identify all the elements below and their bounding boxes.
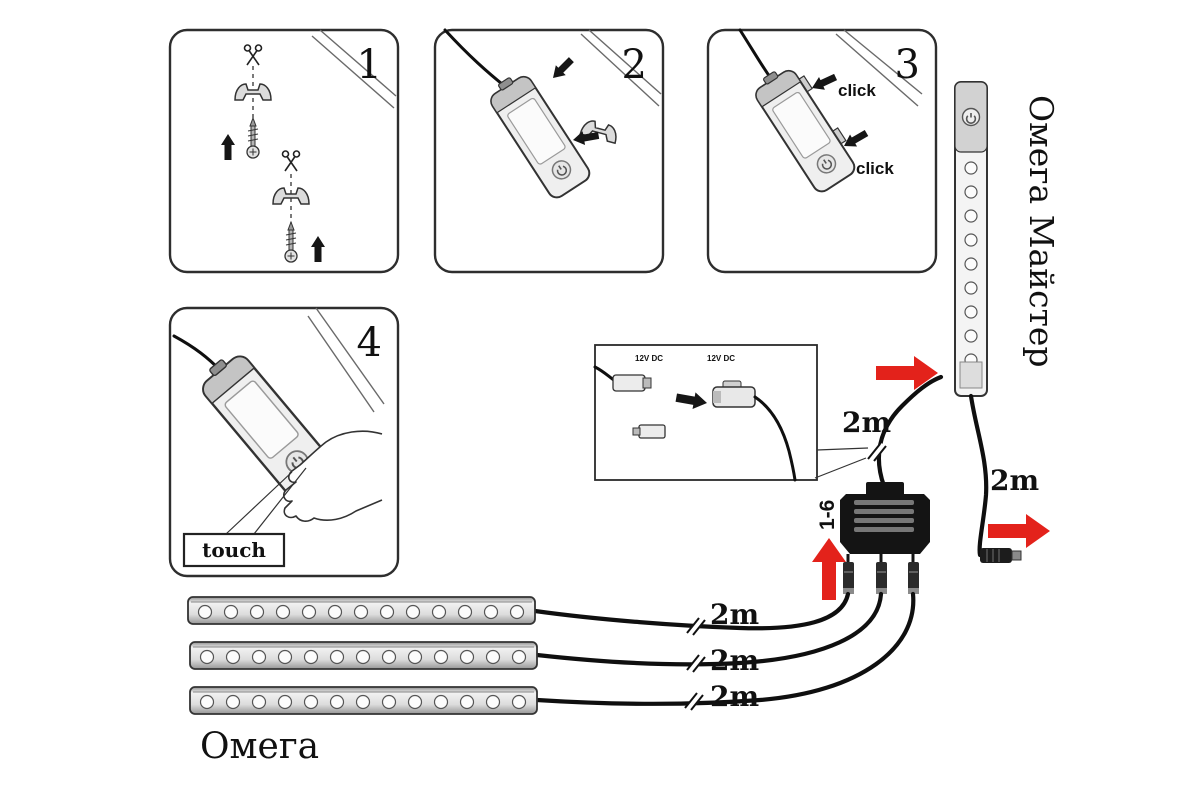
- click-label-top: click: [838, 81, 876, 100]
- strip1-length: 2m: [710, 598, 759, 631]
- master-strip-leds: [964, 161, 978, 367]
- touch-label: touch: [202, 538, 266, 562]
- master-strip-end-cap: [959, 361, 983, 389]
- inset-leader-line: [814, 457, 867, 479]
- step-2-panel: 2: [433, 28, 665, 274]
- right-plug-voltage-label: 12V DC: [707, 354, 735, 363]
- omega-strip-3: [189, 686, 538, 715]
- cabinet-edge-line: [319, 29, 397, 97]
- step-3-number: 3: [895, 42, 920, 88]
- strip2-cable: [534, 591, 884, 667]
- step-4-number: 4: [357, 320, 382, 366]
- cabinet-edge-line: [843, 29, 923, 95]
- master-output-length: 2m: [990, 464, 1039, 497]
- strip3-cable: [534, 591, 916, 706]
- step-2-number: 2: [622, 42, 647, 88]
- touch-leader-line: [225, 471, 293, 535]
- master-input-length: 2m: [842, 406, 891, 439]
- connector-inset: 12V DC 12V DC: [593, 344, 869, 482]
- strip2-length: 2m: [710, 644, 759, 677]
- distributor-slots: [854, 500, 914, 532]
- cabinet-edge-line: [315, 307, 385, 405]
- click-label-bottom: click: [856, 159, 894, 178]
- output-connector: [980, 548, 1022, 563]
- step-4-panel: touch 4: [168, 306, 400, 578]
- connect-strips-arrow: [812, 538, 846, 600]
- led-light-fixture: [749, 59, 862, 195]
- master-strip-name: Омега Майстер: [1022, 95, 1061, 368]
- strip-series-name: Омега: [200, 726, 319, 767]
- master-input-cable: [876, 374, 944, 489]
- inset-frame: [594, 344, 818, 481]
- spare-plug: [632, 424, 666, 439]
- female-plug: [712, 380, 756, 408]
- touch-leader-line: [253, 467, 307, 535]
- master-strip: [954, 81, 988, 397]
- hand-touch-illustration: [283, 430, 383, 522]
- output-arrow: [988, 514, 1050, 548]
- strip1-cable: [532, 591, 851, 631]
- step-1-panel: 1: [168, 28, 400, 274]
- ports-range-label: 1-6: [816, 500, 839, 530]
- left-plug-voltage-label: 12V DC: [635, 354, 663, 363]
- male-plug: [612, 374, 652, 392]
- step-1-number: 1: [357, 42, 382, 88]
- distributor-top-tab: [866, 482, 904, 496]
- strip3-length: 2m: [710, 680, 759, 713]
- distributor-box: [840, 482, 930, 594]
- cable-break-mark: [868, 444, 886, 461]
- inset-leader-line: [816, 447, 869, 451]
- cabinet-edge-line: [588, 29, 662, 95]
- step-3-panel: click click 3: [706, 28, 938, 274]
- distributor-output-plugs: [843, 554, 919, 594]
- plug-cable: [753, 395, 797, 482]
- omega-strip-1: [187, 596, 536, 625]
- omega-strip-2: [189, 641, 538, 670]
- cabinet-edge-line: [580, 33, 660, 107]
- cabinet-edge-line: [311, 35, 395, 109]
- master-output-cable: [968, 393, 989, 558]
- cabinet-edge-line: [307, 315, 375, 413]
- touch-label-box: [182, 532, 286, 568]
- cabinet-edge-line: [835, 33, 919, 107]
